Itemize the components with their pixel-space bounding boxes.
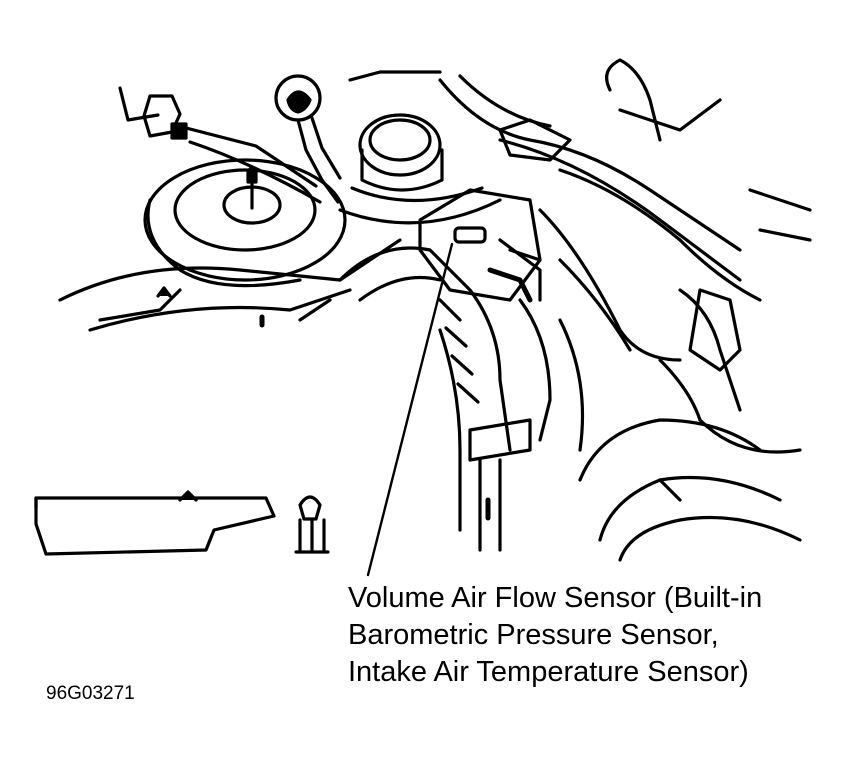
fender-rail [58,238,402,332]
clip-fastener [294,495,330,554]
vacuum-fitting [274,70,442,204]
lower-bracket [34,490,276,556]
air-flow-sensor [418,188,542,303]
reservoir-cap [338,113,502,225]
intake-hoses [438,58,812,454]
figure-id: 96G03271 [46,683,135,704]
callout-leader-line [366,242,454,577]
air-duct [338,246,802,562]
strut-tower [118,86,347,288]
callout-line-2: Barometric Pressure Sensor, [348,619,719,651]
callout-line-1: Volume Air Flow Sensor (Built-in [348,582,763,614]
sensor-callout: Volume Air Flow Sensor (Built-in Baromet… [348,580,858,691]
callout-line-3: Intake Air Temperature Sensor) [348,656,749,688]
